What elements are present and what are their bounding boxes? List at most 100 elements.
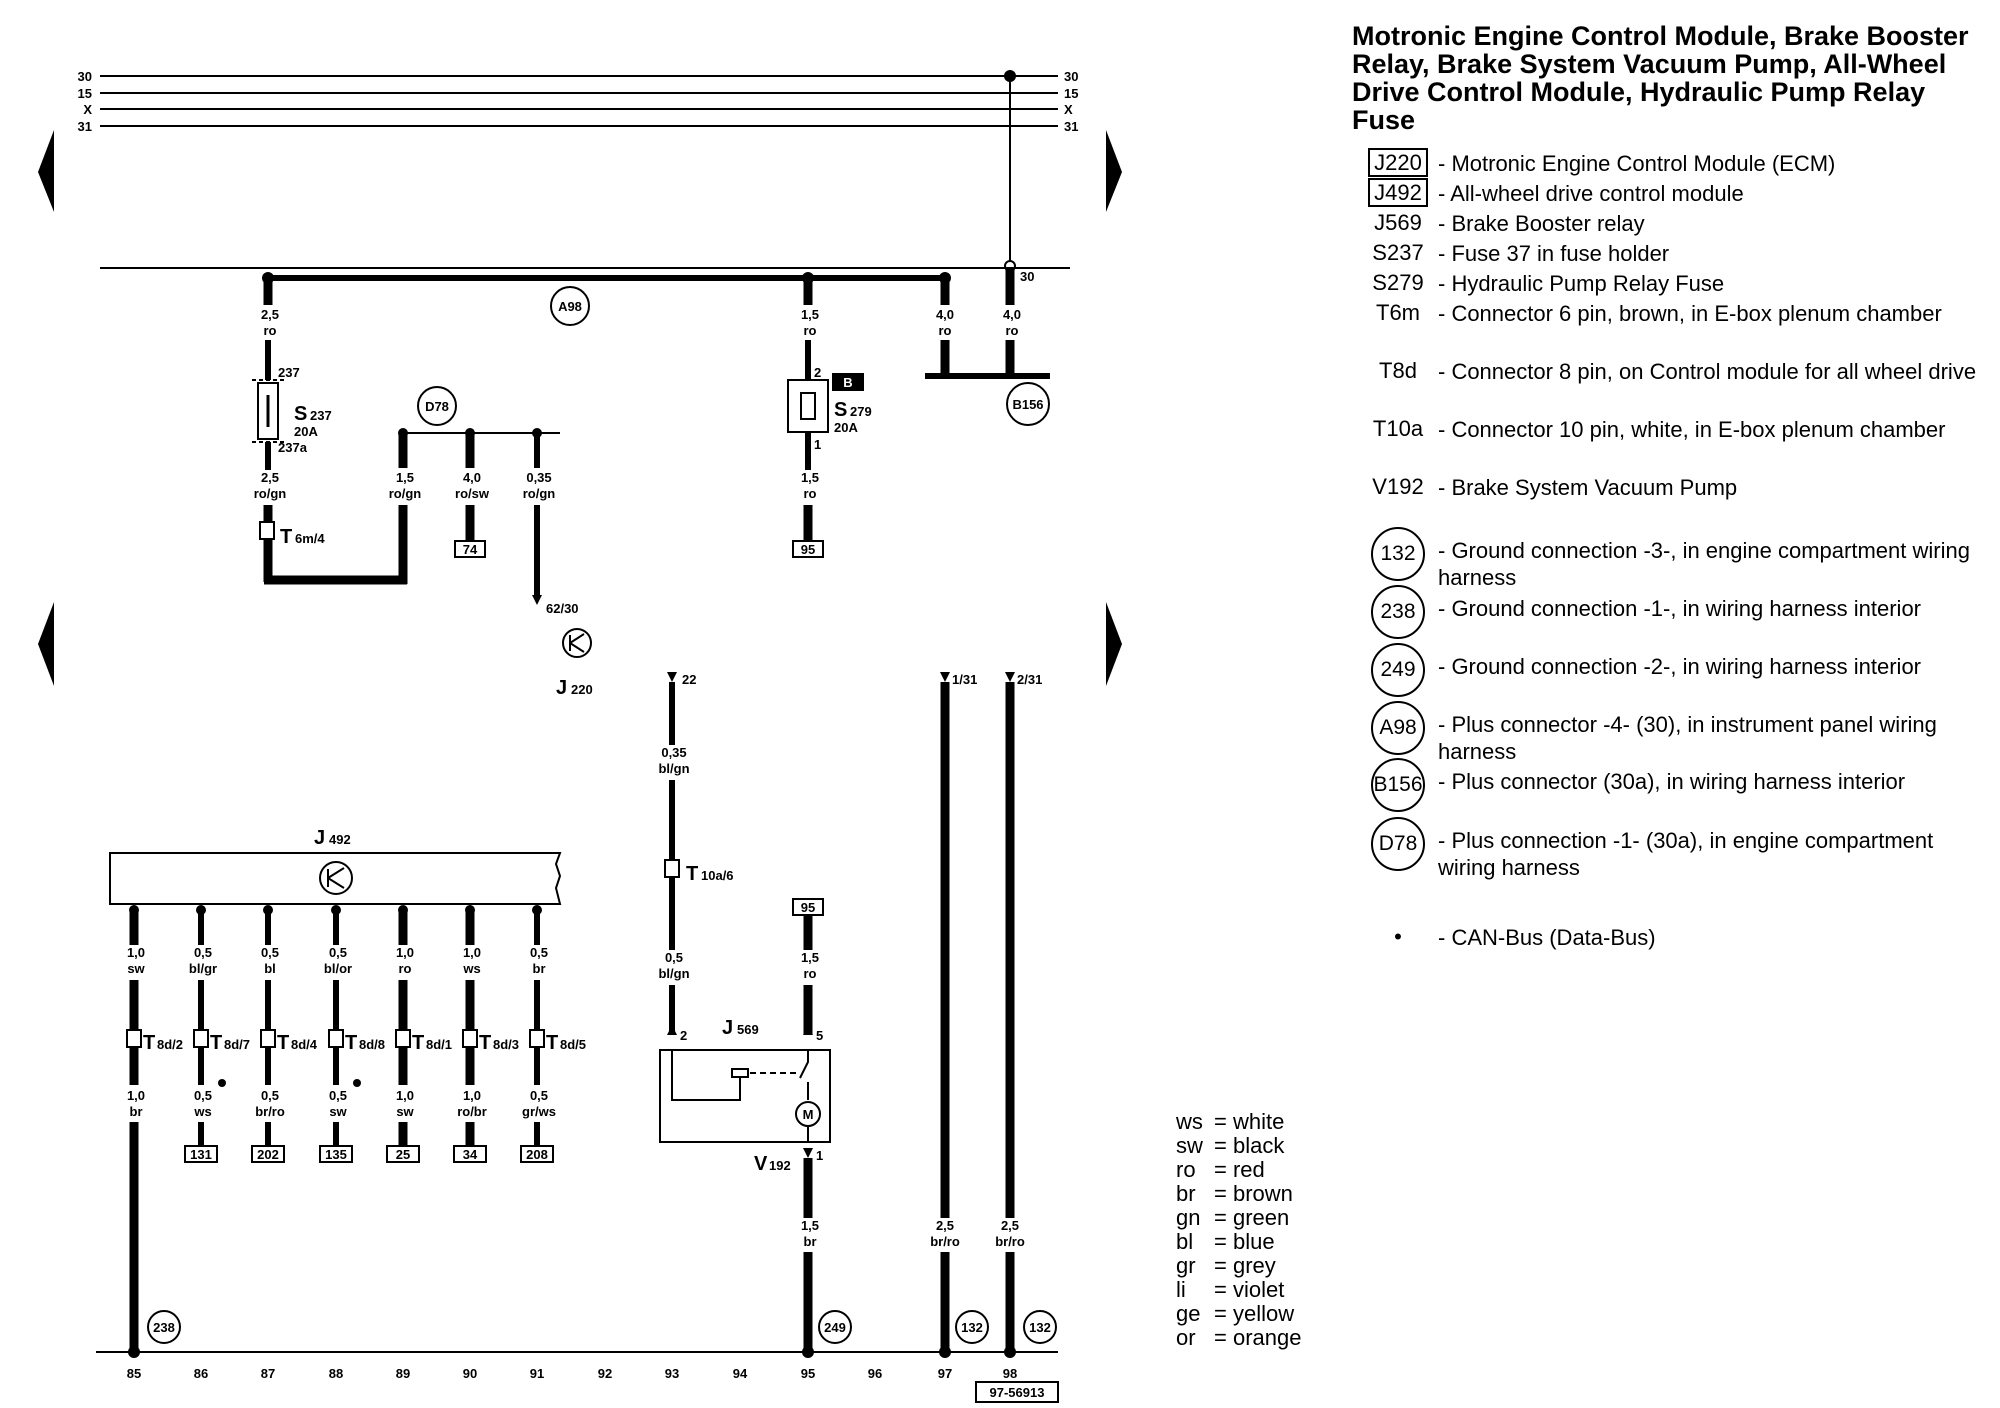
legend-description: - Brake Booster relay xyxy=(1438,211,1645,236)
wire-color: ro/br xyxy=(457,1104,487,1119)
color-name: = black xyxy=(1214,1133,1285,1158)
ref-box xyxy=(319,1145,353,1163)
next-page-arrow-icon-lower[interactable] xyxy=(1106,602,1122,686)
svg-text:249: 249 xyxy=(824,1320,846,1335)
bus-label-left: 31 xyxy=(78,119,92,134)
legend-code: J220 xyxy=(1352,148,1444,177)
bus-label-right: 30 xyxy=(1064,69,1078,84)
column-number: 97 xyxy=(938,1366,952,1381)
legend-description: - Ground connection -3-, in engine compa… xyxy=(1438,538,1970,590)
svg-text:95: 95 xyxy=(801,542,815,557)
legend-code: V192 xyxy=(1372,474,1424,499)
control-module-J220-icon xyxy=(562,628,592,658)
connector-T8d-label: T xyxy=(546,1032,558,1054)
connector-T8d-pin: 8d/5 xyxy=(560,1037,586,1052)
color-name: = grey xyxy=(1214,1253,1276,1278)
column-number: 85 xyxy=(127,1366,141,1381)
bus-label-left: 30 xyxy=(78,69,92,84)
control-module-J492-icon xyxy=(319,861,353,895)
previous-page-arrow-icon-lower[interactable] xyxy=(38,602,54,686)
svg-text:237: 237 xyxy=(310,408,332,423)
legend-description: - CAN-Bus (Data-Bus) xyxy=(1438,925,1656,950)
column-number: 86 xyxy=(194,1366,208,1381)
bus-label-right: 31 xyxy=(1064,119,1078,134)
svg-text:bl/gn: bl/gn xyxy=(658,761,689,776)
svg-text:ro: ro xyxy=(804,966,817,981)
ref-box-74 xyxy=(454,540,486,558)
connector-T10a-icon xyxy=(664,859,680,878)
ground-132 xyxy=(955,1310,989,1344)
color-code-item: ro= red xyxy=(1176,1158,1301,1182)
can-bus-marker xyxy=(218,1079,226,1087)
svg-text:10a/6: 10a/6 xyxy=(701,868,734,883)
svg-text:62/30: 62/30 xyxy=(546,601,579,616)
previous-page-arrow-icon[interactable] xyxy=(38,130,54,212)
svg-text:1: 1 xyxy=(816,1148,823,1163)
color-name: = orange xyxy=(1214,1325,1302,1350)
connector-T8d-pin: 8d/1 xyxy=(426,1037,452,1052)
wire-size: 0,5 xyxy=(194,1088,212,1103)
color-abbrev: sw xyxy=(1176,1133,1203,1158)
ref-box-number: 135 xyxy=(325,1147,347,1162)
svg-text:1,5: 1,5 xyxy=(801,470,819,485)
svg-text:ro/gn: ro/gn xyxy=(523,486,556,501)
color-abbrev: gr xyxy=(1176,1253,1196,1278)
connector-D78 xyxy=(417,386,457,426)
column-number: 90 xyxy=(463,1366,477,1381)
svg-text:2: 2 xyxy=(814,365,821,380)
wire-color: ro xyxy=(939,323,952,338)
bus-label-left: X xyxy=(83,102,92,117)
svg-text:br/ro: br/ro xyxy=(930,1234,960,1249)
ref-box-number: 131 xyxy=(190,1147,212,1162)
legend-description: - Plus connection -1- (30a), in engine c… xyxy=(1438,828,1934,880)
legend-description: - Connector 10 pin, white, in E-box plen… xyxy=(1438,417,1946,442)
connector-B156-label: B156 xyxy=(1012,397,1043,412)
ref-box xyxy=(386,1145,420,1163)
wire-size: 1,5 xyxy=(801,307,819,322)
ref-box-95 xyxy=(792,540,824,558)
color-name: = violet xyxy=(1214,1277,1285,1302)
legend-code: T10a xyxy=(1372,416,1424,441)
relay-J569 xyxy=(659,1049,831,1143)
connector-T8d-label: T xyxy=(345,1032,357,1054)
color-code-item: ge= yellow xyxy=(1176,1302,1301,1326)
svg-text:ro: ro xyxy=(804,486,817,501)
wire-color: gr/ws xyxy=(522,1104,556,1119)
bus-label-right: 15 xyxy=(1064,86,1078,101)
svg-text:ro/gn: ro/gn xyxy=(389,486,422,501)
color-name: = white xyxy=(1214,1109,1285,1134)
ref-box xyxy=(453,1145,487,1163)
legend-code: S237 xyxy=(1372,240,1424,265)
ref-box xyxy=(251,1145,285,1163)
svg-text:569: 569 xyxy=(737,1022,759,1037)
wire-size: 1,0 xyxy=(463,1088,481,1103)
color-abbrev: ro xyxy=(1176,1157,1196,1182)
legend-description: - Motronic Engine Control Module (ECM) xyxy=(1438,151,1836,176)
color-code-item: gn= green xyxy=(1176,1206,1301,1230)
svg-text:1,5: 1,5 xyxy=(396,470,414,485)
connector-A98-label: A98 xyxy=(558,299,582,314)
wire-color: bl xyxy=(264,961,276,976)
connector-T8d-pin: 8d/8 xyxy=(359,1037,385,1052)
connector-T8d-icon xyxy=(462,1029,478,1048)
color-code-item: li= violet xyxy=(1176,1278,1301,1302)
column-number: 98 xyxy=(1003,1366,1017,1381)
wire-size: 1,0 xyxy=(396,945,414,960)
svg-text:20A: 20A xyxy=(834,420,858,435)
svg-text:492: 492 xyxy=(329,832,351,847)
svg-text:1/31: 1/31 xyxy=(952,672,977,687)
fuse-S237: 237 237a S 237 20A xyxy=(252,340,332,470)
legend-code: T6m xyxy=(1376,300,1420,325)
wire-color: ro xyxy=(804,323,817,338)
ref-box-number: 25 xyxy=(396,1147,410,1162)
color-code-item: ws= white xyxy=(1176,1110,1301,1134)
connector-T8d-icon xyxy=(529,1029,545,1048)
ground-132 xyxy=(1023,1310,1057,1344)
wire-size: 4,0 xyxy=(1003,307,1021,322)
wire-color: br/ro xyxy=(255,1104,285,1119)
wire-color: sw xyxy=(329,1104,347,1119)
connector-T8d-label: T xyxy=(143,1032,155,1054)
next-page-arrow-icon[interactable] xyxy=(1106,130,1122,212)
